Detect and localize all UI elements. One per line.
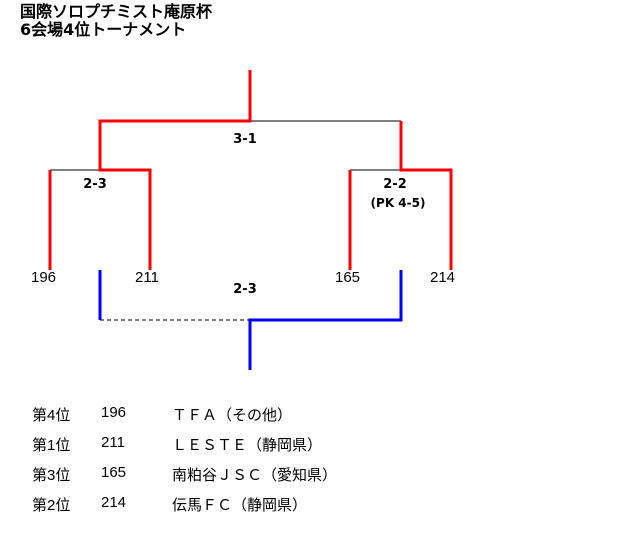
result-number: 214 <box>101 494 127 511</box>
result-number: 196 <box>101 404 127 421</box>
team-number: 196 <box>31 269 57 286</box>
result-number: 211 <box>101 434 125 451</box>
page-title: 国際ソロプチミスト庵原杯 <box>20 2 213 21</box>
score-final: 3-1 <box>233 132 257 147</box>
result-rank: 第2位 <box>32 497 71 514</box>
score-third-place: 2-3 <box>233 282 257 297</box>
result-rank: 第3位 <box>32 467 71 484</box>
result-number: 165 <box>101 464 127 481</box>
score-semi-left: 2-3 <box>83 177 107 192</box>
result-rank: 第1位 <box>32 437 71 454</box>
team-number: 214 <box>430 269 456 286</box>
third-place-path <box>98 270 403 370</box>
page-subtitle: 6会場4位トーナメント <box>20 20 187 39</box>
bracket-line-champion <box>98 70 252 270</box>
bracket-line-right <box>399 121 453 270</box>
winner-path <box>48 70 453 270</box>
score-semi-right: 2-2 <box>383 177 407 192</box>
bracket-line-third-winner <box>248 270 403 370</box>
result-rank: 第4位 <box>32 407 71 424</box>
result-team: 伝馬ＦＣ（静岡県） <box>172 497 308 514</box>
result-team: 南粕谷ＪＳＣ（愛知県） <box>172 467 338 484</box>
result-team: ＴＦＡ（その他） <box>172 407 293 424</box>
team-number: 211 <box>135 269 159 286</box>
team-number: 165 <box>335 269 361 286</box>
score-semi-right-pk: (PK 4-5) <box>370 196 426 210</box>
result-team: ＬＥＳＴＥ（静岡県） <box>172 437 323 454</box>
